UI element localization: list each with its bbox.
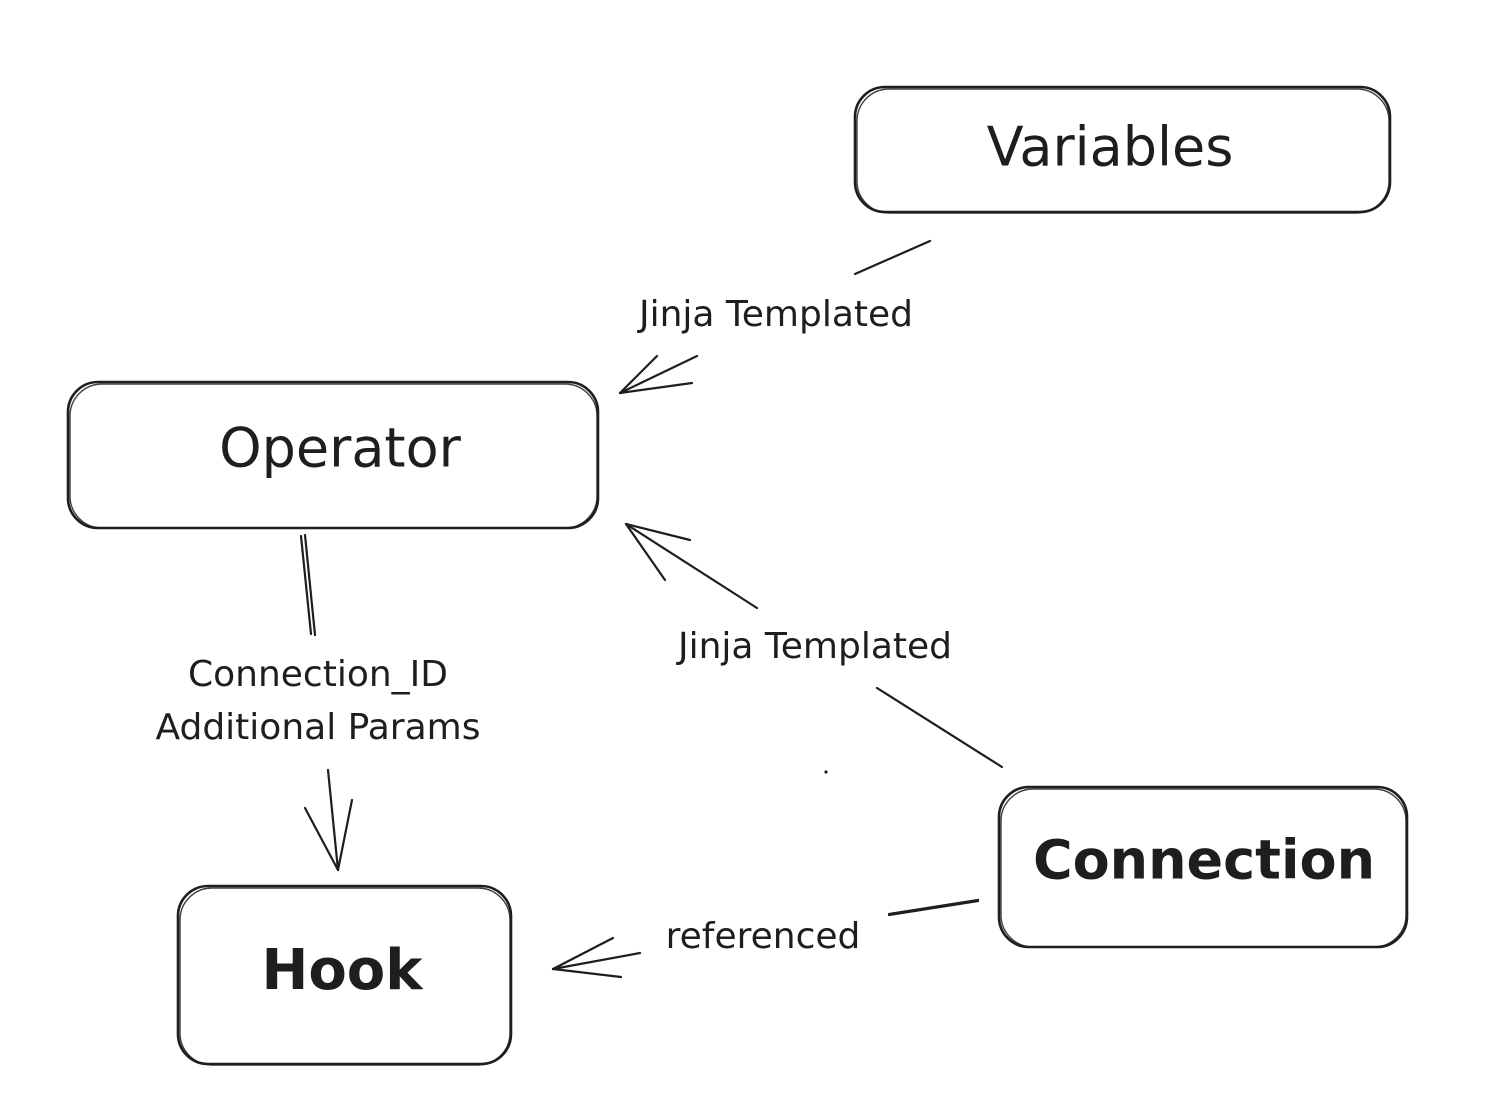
node-variables[interactable]: Variables: [853, 85, 1392, 214]
edge-label-operator-to-hook-line2: Additional Params: [155, 707, 480, 748]
edge-operator-to-hook[interactable]: [299, 533, 354, 872]
node-hook-label: Hook: [261, 938, 424, 1003]
node-operator-label: Operator: [219, 417, 462, 480]
stray-dot: [824, 770, 828, 774]
edge-label-variables-to-operator: Jinja Templated: [637, 294, 913, 335]
edge-connection-to-operator[interactable]: [624, 522, 1004, 769]
node-variables-label: Variables: [987, 116, 1234, 179]
edge-variables-to-operator[interactable]: [618, 239, 932, 395]
node-connection[interactable]: Connection: [997, 785, 1409, 949]
edge-label-connection-to-hook: referenced: [666, 916, 861, 957]
edge-label-operator-to-hook-line1: Connection_ID: [188, 654, 448, 695]
edge-label-connection-to-operator: Jinja Templated: [676, 626, 952, 667]
node-operator[interactable]: Operator: [66, 380, 600, 530]
edge-connection-to-hook[interactable]: [551, 898, 980, 979]
node-hook[interactable]: Hook: [176, 884, 513, 1066]
node-connection-label: Connection: [1033, 829, 1375, 892]
